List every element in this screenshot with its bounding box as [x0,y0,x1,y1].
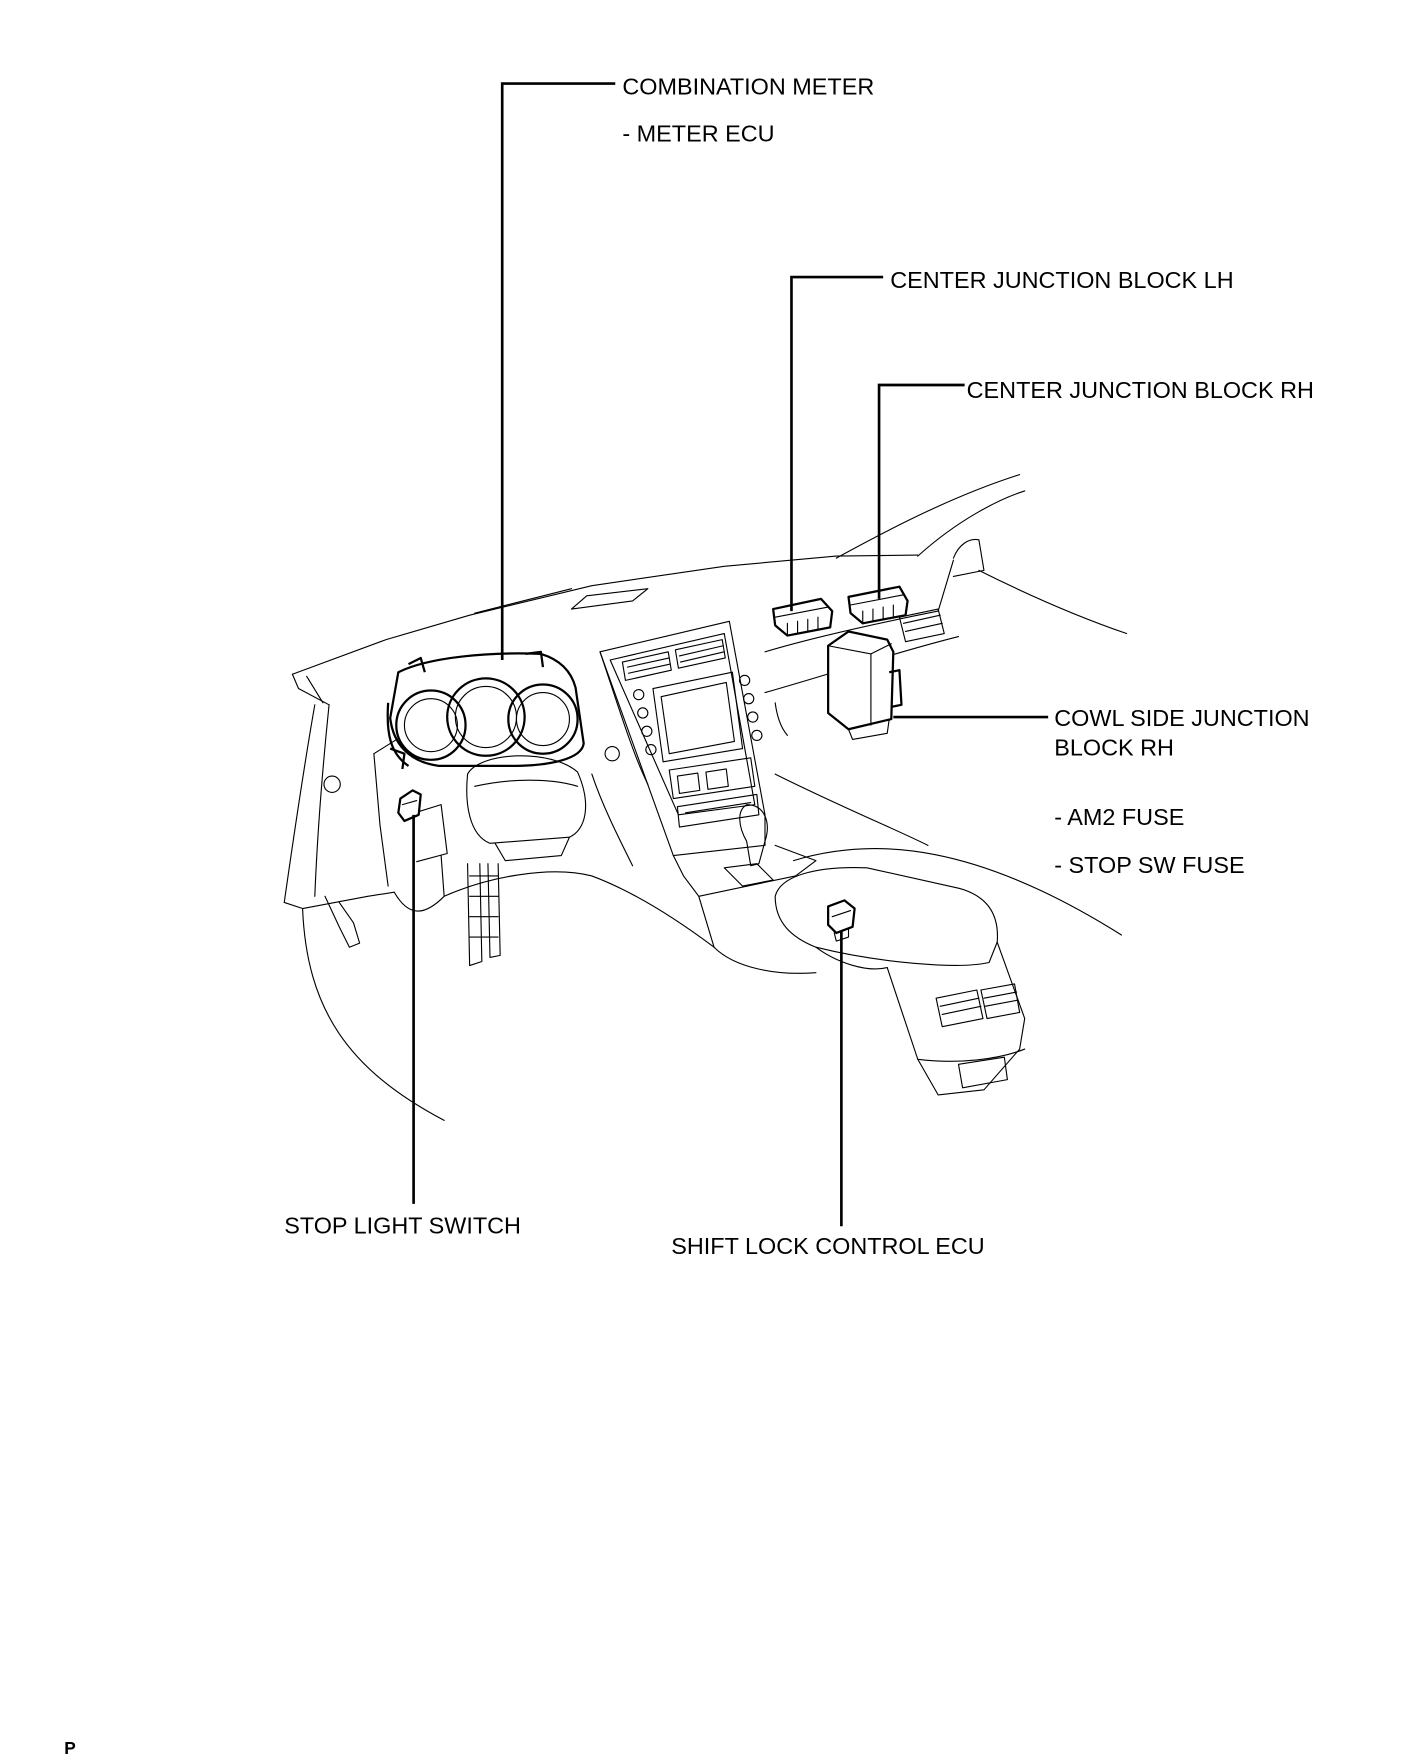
label-am2-fuse: - AM2 FUSE [1054,804,1184,830]
component-labels: COMBINATION METER - METER ECU CENTER JUN… [284,74,1314,1259]
label-stop-light-switch: STOP LIGHT SWITCH [284,1212,521,1238]
leader-center-jb-lh [790,275,884,612]
cowl-side-junction-block-rh-component [827,630,903,741]
leader-center-jb-rh [877,383,965,599]
center-junction-block-rh-component [847,585,909,625]
shift-lock-control-ecu-component [827,899,856,942]
label-combination-meter: COMBINATION METER [622,74,874,100]
stop-light-switch-component [397,789,422,823]
label-cowl-side-junction-line2: BLOCK RH [1054,735,1174,761]
leader-lines [412,82,1049,1227]
label-cowl-side-junction-line1: COWL SIDE JUNCTION [1054,705,1309,731]
label-stop-sw-fuse: - STOP SW FUSE [1054,852,1244,878]
center-junction-block-lh-component [772,597,834,637]
label-meter-ecu: - METER ECU [622,121,774,147]
dashboard-drawing [283,474,1128,1121]
label-center-junction-block-rh: CENTER JUNCTION BLOCK RH [967,377,1314,403]
leader-combination-meter [500,82,616,660]
label-shift-lock-control-ecu: SHIFT LOCK CONTROL ECU [671,1233,984,1259]
corner-mark: P [64,1738,76,1758]
combination-meter-component [386,650,585,770]
label-center-junction-block-lh: CENTER JUNCTION BLOCK LH [890,267,1233,293]
